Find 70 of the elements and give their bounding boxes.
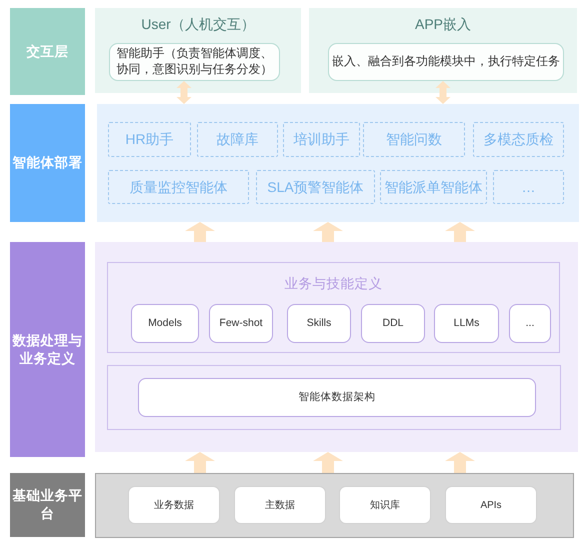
architecture-card: [138, 378, 536, 417]
agent-card: [363, 122, 465, 157]
layer-tab: [10, 104, 85, 222]
data-source-card: [339, 486, 431, 524]
data-source-name: 知识库: [370, 498, 400, 512]
description-text: 智能助手（负责智能体调度、协同，意图识别与任务分发）: [116, 46, 274, 78]
component-name: DDL: [382, 316, 404, 330]
layer-panel: [95, 473, 574, 538]
double-arrow: [176, 81, 192, 104]
component-card: [131, 304, 199, 343]
agent-name: 智能问数: [386, 130, 442, 149]
block-arrow: [445, 452, 475, 473]
description-text: 嵌入、融合到各功能模块中，执行特定任务: [332, 54, 560, 70]
agent-card: [197, 122, 278, 157]
group-frame: [107, 262, 560, 353]
panel-title: User（人机交互）: [141, 15, 255, 34]
layer-panel: [95, 242, 578, 452]
agent-name: 多模态质检: [484, 130, 554, 149]
layer-panel: [309, 8, 577, 93]
panel-title: APP嵌入: [415, 15, 471, 34]
block-arrow: [313, 222, 343, 242]
data-source-name: 业务数据: [154, 498, 194, 512]
agent-name: SLA预警智能体: [267, 178, 364, 196]
layer-name: 数据处理与业务定义: [11, 332, 84, 368]
double-arrow: [436, 81, 450, 104]
layer-tab: [10, 242, 85, 457]
data-source-card: [445, 486, 537, 524]
layer-tab: [10, 8, 85, 95]
block-arrow: [313, 452, 343, 473]
component-name: Models: [148, 316, 182, 330]
block-arrow: [185, 452, 215, 473]
group-title: 业务与技能定义: [284, 275, 382, 293]
architecture-name: 智能体数据架构: [298, 390, 376, 404]
agent-card: [108, 122, 191, 157]
description-card: [328, 43, 564, 81]
layer-name: 交互层: [26, 42, 68, 60]
agent-card: [108, 170, 249, 204]
layer-tab: [10, 473, 85, 537]
description-card: [109, 43, 280, 81]
component-card: [287, 304, 351, 343]
component-card: [209, 304, 273, 343]
component-name: ...: [526, 316, 534, 330]
component-name: Skills: [306, 316, 332, 330]
layer-panel: [95, 8, 301, 93]
agent-card: [256, 170, 375, 204]
component-card: [361, 304, 425, 343]
agent-name: …: [522, 178, 536, 196]
agent-card: [493, 170, 564, 204]
data-source-card: [234, 486, 326, 524]
agent-name: 故障库: [216, 130, 258, 149]
agent-name: 质量监控智能体: [130, 178, 228, 196]
agent-name: 培训助手: [294, 130, 350, 149]
agent-name: 智能派单智能体: [384, 178, 482, 196]
agent-card: [283, 122, 360, 157]
agent-name: HR助手: [125, 130, 174, 149]
block-arrow: [445, 222, 475, 242]
layer-name: 智能体部署: [12, 154, 82, 172]
group-frame: [107, 365, 561, 430]
layer-panel: [97, 104, 579, 222]
agent-card: [473, 122, 564, 157]
agent-card: [380, 170, 487, 204]
data-source-name: APIs: [480, 498, 502, 512]
block-arrow: [185, 222, 215, 242]
component-card: [509, 304, 551, 343]
layer-name: 基础业务平台: [12, 487, 84, 523]
component-card: [434, 304, 499, 343]
component-name: LLMs: [454, 316, 480, 330]
data-source-name: 主数据: [265, 498, 295, 512]
component-name: Few-shot: [219, 316, 263, 330]
data-source-card: [128, 486, 220, 524]
